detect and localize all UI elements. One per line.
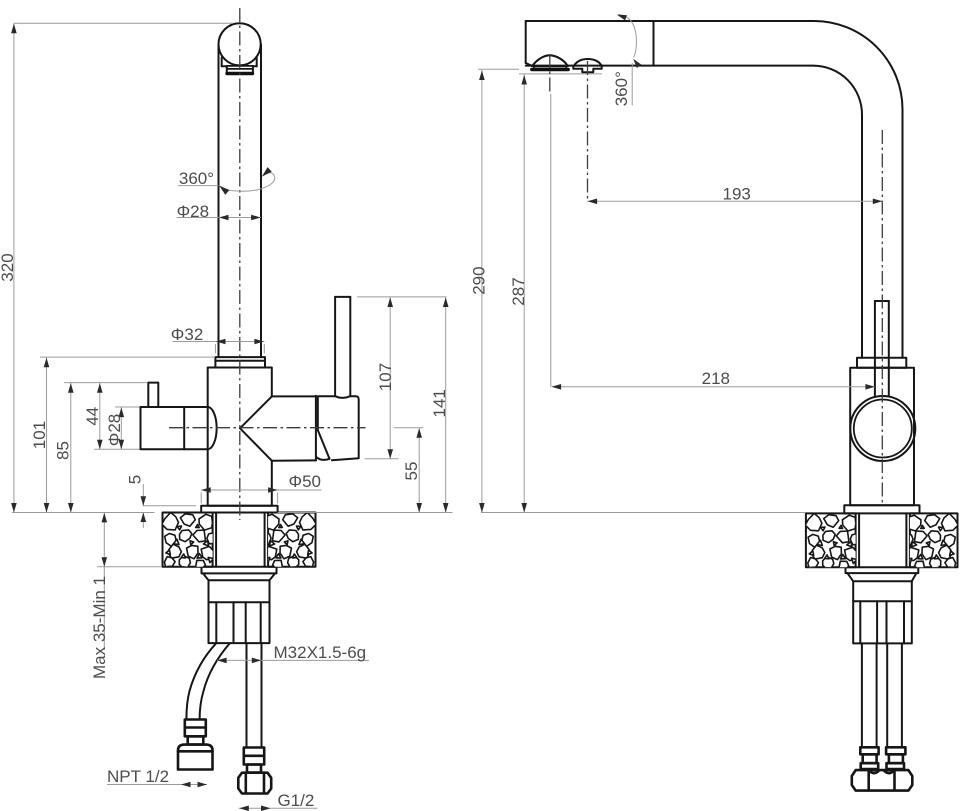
svg-text:G1/2: G1/2 xyxy=(278,791,315,810)
svg-text:107: 107 xyxy=(376,363,395,391)
svg-text:193: 193 xyxy=(723,184,751,203)
svg-text:218: 218 xyxy=(702,369,730,388)
svg-text:141: 141 xyxy=(430,389,449,417)
svg-text:M32X1.5-6g: M32X1.5-6g xyxy=(274,643,367,662)
svg-text:320: 320 xyxy=(0,253,17,281)
svg-text:Φ28: Φ28 xyxy=(105,414,124,446)
svg-text:287: 287 xyxy=(509,277,528,305)
svg-text:55: 55 xyxy=(402,462,421,481)
svg-text:44: 44 xyxy=(83,407,102,426)
svg-text:Φ32: Φ32 xyxy=(171,325,203,344)
svg-text:NPT 1/2: NPT 1/2 xyxy=(107,767,169,786)
svg-text:290: 290 xyxy=(470,266,489,294)
svg-text:5: 5 xyxy=(126,475,145,484)
svg-text:Max 35-Min 1: Max 35-Min 1 xyxy=(90,576,109,679)
svg-text:Φ28: Φ28 xyxy=(177,202,209,221)
svg-text:360°: 360° xyxy=(179,169,214,188)
svg-text:85: 85 xyxy=(54,441,73,460)
svg-text:101: 101 xyxy=(30,421,49,449)
svg-text:Φ50: Φ50 xyxy=(289,472,321,491)
svg-text:360°: 360° xyxy=(612,71,631,106)
